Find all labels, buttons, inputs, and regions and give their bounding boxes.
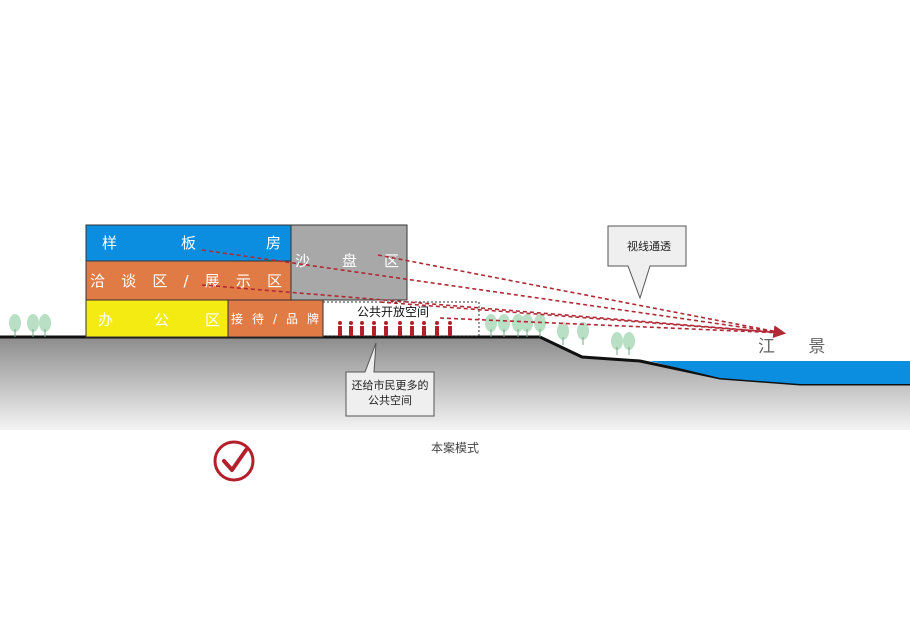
person-icon xyxy=(372,321,376,336)
office-block xyxy=(85,299,229,338)
river-label: 江 景 xyxy=(758,337,839,357)
office-char-3: 区 xyxy=(205,311,220,329)
person-icon xyxy=(422,321,426,336)
tree-icon xyxy=(485,314,497,337)
public-space-label: 公共开放空间 xyxy=(357,304,429,319)
reception-label: 接 待 / 品 牌 xyxy=(231,311,319,326)
office-char-1: 办 xyxy=(98,311,113,329)
sandtable-block xyxy=(290,224,408,301)
sample-room-block xyxy=(85,224,292,262)
person-icon xyxy=(398,321,402,336)
tree-icon xyxy=(498,314,510,337)
tree-icon xyxy=(534,314,546,337)
sample-room-char-2: 板 xyxy=(181,234,196,252)
tree-icon xyxy=(39,314,51,337)
person-icon xyxy=(410,321,414,336)
sight-lines xyxy=(201,249,787,338)
sandtable-char-2: 盘 xyxy=(342,252,357,270)
person-icon xyxy=(349,321,353,336)
sample-room-char-3: 房 xyxy=(266,234,281,252)
person-icon xyxy=(448,321,452,336)
building: 样 板 房 沙 盘 区 洽谈区/展示区 办 公 区 接 待 / 品 牌 公共开放… xyxy=(85,224,480,338)
sightline-callout-box xyxy=(607,225,687,300)
ground-section xyxy=(0,337,910,430)
tree-icon xyxy=(512,314,524,337)
tree-icon xyxy=(611,332,623,355)
person-icon xyxy=(360,321,364,336)
tree-icon xyxy=(521,314,533,337)
river-water xyxy=(650,361,910,384)
diagram-caption: 本案模式 xyxy=(430,441,479,455)
tree-icon xyxy=(9,314,21,337)
public-callout-text: 还给市民更多的公共空间 xyxy=(351,379,429,407)
sight-line-5 xyxy=(439,317,784,334)
sight-line-4 xyxy=(379,301,784,334)
tree-row xyxy=(9,314,635,355)
sightline-callout-text: 视线通透 xyxy=(627,239,671,253)
office-char-2: 公 xyxy=(154,311,169,329)
sight-line-3 xyxy=(377,254,784,334)
person-icon xyxy=(435,321,439,336)
tree-icon xyxy=(577,322,589,345)
person-icon xyxy=(384,321,388,336)
check-circle-icon xyxy=(213,440,255,482)
tree-icon xyxy=(557,322,569,345)
tree-icon xyxy=(623,332,635,355)
public-callout-box xyxy=(345,342,435,417)
negotiation-block xyxy=(85,260,292,301)
people-group xyxy=(338,321,452,336)
sandtable-char-3: 区 xyxy=(384,252,399,270)
reception-block xyxy=(227,299,324,338)
sandtable-char-1: 沙 xyxy=(295,252,310,270)
sight-line-2 xyxy=(201,284,784,334)
person-icon xyxy=(338,321,342,336)
sample-room-char-1: 样 xyxy=(102,234,117,252)
tree-icon xyxy=(27,314,39,337)
